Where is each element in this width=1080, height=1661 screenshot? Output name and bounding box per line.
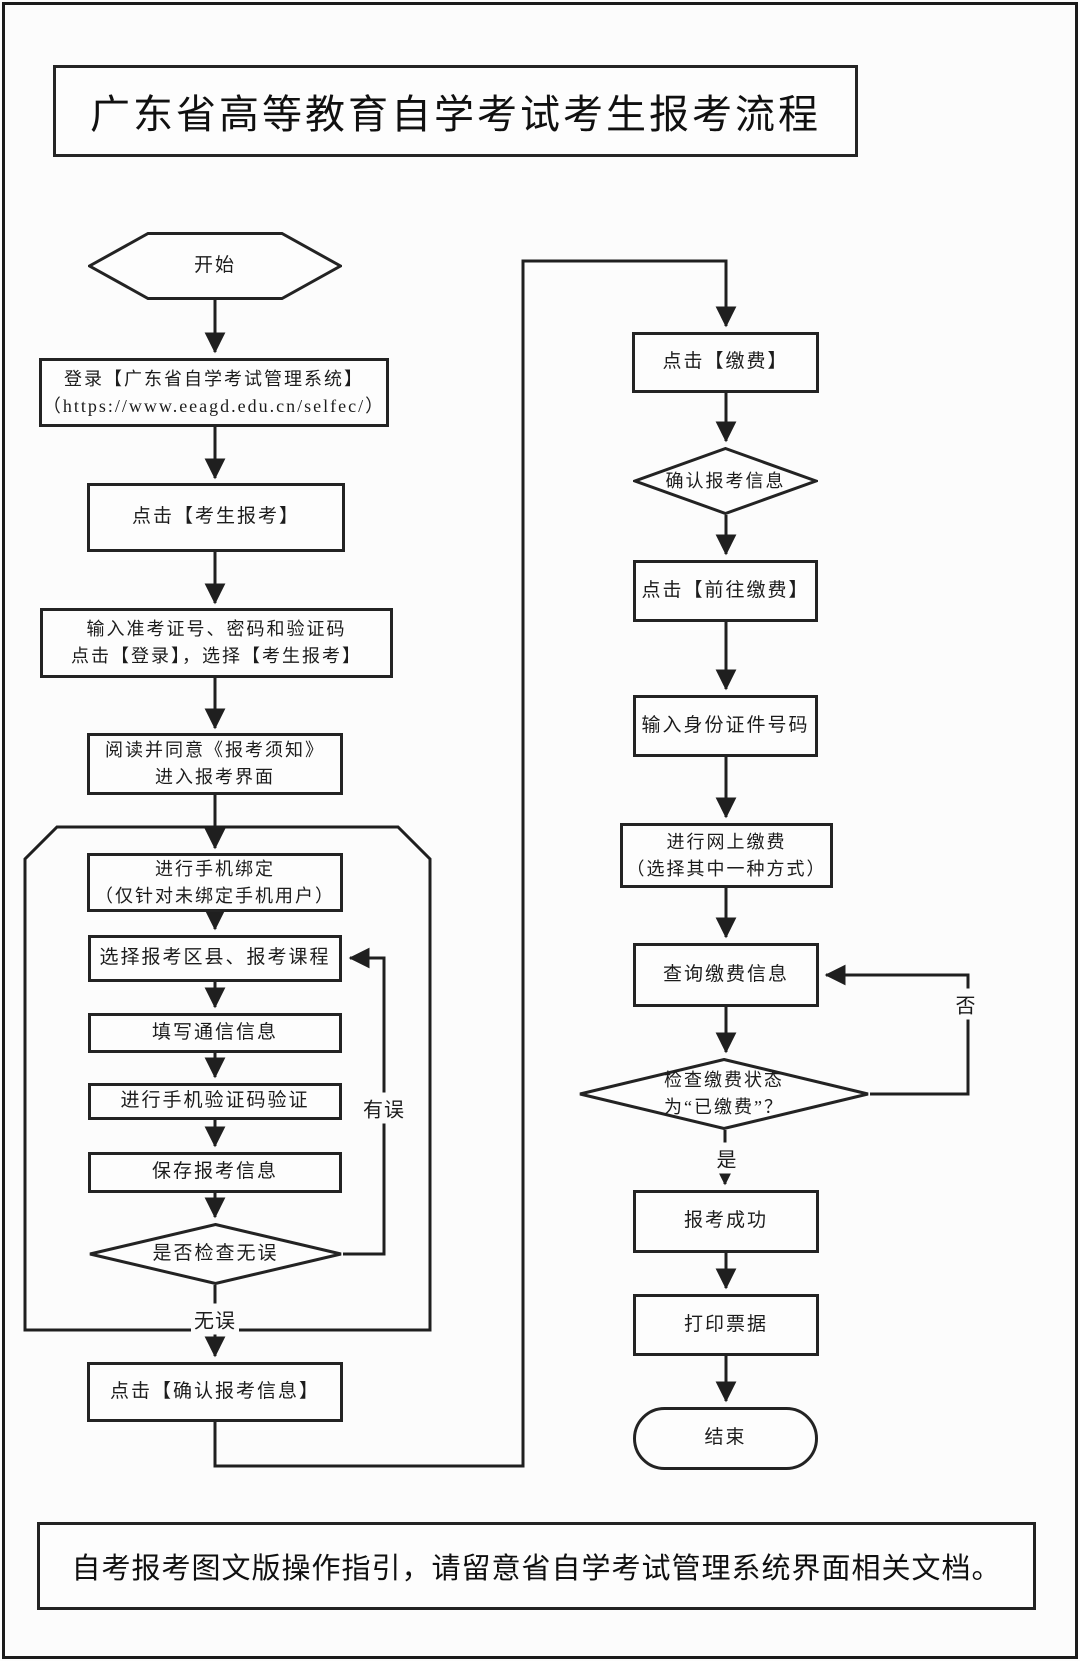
click-candidate-register-label: 点击【考生报考】 bbox=[131, 506, 300, 528]
title-box: 广东省高等教育自学考试考生报考流程 bbox=[53, 65, 858, 157]
save-info-label: 保存报考信息 bbox=[151, 1161, 278, 1183]
node-login: 登录【广东省自学考试管理系统】 （https://www.eeagd.edu.c… bbox=[39, 358, 389, 427]
node-click-candidate-register: 点击【考生报考】 bbox=[87, 483, 345, 552]
query-pay-label: 查询缴费信息 bbox=[662, 963, 789, 985]
login-label: 登录【广东省自学考试管理系统】 （https://www.eeagd.edu.c… bbox=[42, 368, 386, 416]
check-correct-label: 是否检查无误 bbox=[152, 1242, 279, 1264]
goto-pay-label: 点击【前往缴费】 bbox=[641, 579, 810, 601]
node-goto-pay: 点击【前往缴费】 bbox=[633, 560, 818, 622]
register-success-label: 报考成功 bbox=[683, 1210, 768, 1232]
verify-sms-label: 进行手机验证码验证 bbox=[120, 1090, 310, 1112]
input-id-label: 输入身份证件号码 bbox=[641, 714, 810, 736]
node-check-paid: 检查缴费状态 为“已缴费”？ bbox=[578, 1058, 870, 1130]
node-register-success: 报考成功 bbox=[633, 1190, 819, 1253]
confirm-info-label: 点击【确认报考信息】 bbox=[109, 1380, 320, 1402]
end-label: 结束 bbox=[704, 1427, 747, 1449]
edge-label-has-error: 有误 bbox=[360, 1092, 408, 1124]
node-fill-contact: 填写通信信息 bbox=[88, 1013, 342, 1053]
node-save-info: 保存报考信息 bbox=[88, 1152, 342, 1193]
node-input-id: 输入身份证件号码 bbox=[633, 695, 818, 757]
node-verify-sms: 进行手机验证码验证 bbox=[88, 1083, 342, 1120]
node-print-receipt: 打印票据 bbox=[633, 1294, 819, 1356]
node-check-correct: 是否检查无误 bbox=[88, 1223, 343, 1285]
node-input-credentials: 输入准考证号、密码和验证码 点击【登录】，选择【考生报考】 bbox=[40, 608, 393, 678]
read-notice-label: 阅读并同意《报考须知》 进入报考界面 bbox=[105, 740, 325, 787]
bind-phone-label: 进行手机绑定 （仅针对未绑定手机用户） bbox=[95, 858, 335, 906]
edge-confirm-clickpay bbox=[213, 259, 737, 1468]
page-title: 广东省高等教育自学考试考生报考流程 bbox=[90, 92, 821, 137]
edge-no-loop bbox=[824, 964, 970, 1096]
select-courses-label: 选择报考区县、报考课程 bbox=[99, 947, 331, 969]
check-paid-label: 检查缴费状态 为“已缴费”？ bbox=[664, 1070, 784, 1117]
node-select-courses: 选择报考区县、报考课程 bbox=[88, 935, 342, 982]
click-pay-label: 点击【缴费】 bbox=[662, 351, 789, 373]
confirm-register-info-label: 确认报考信息 bbox=[665, 470, 786, 491]
node-online-pay: 进行网上缴费 （选择其中一种方式） bbox=[620, 823, 833, 888]
check-correct-diamond-shape bbox=[89, 1223, 342, 1285]
node-end: 结束 bbox=[633, 1407, 818, 1470]
footer-note: 自考报考图文版操作指引，请留意省自学考试管理系统界面相关文档。 bbox=[71, 1553, 1002, 1585]
node-bind-phone: 进行手机绑定 （仅针对未绑定手机用户） bbox=[87, 853, 343, 912]
node-click-pay: 点击【缴费】 bbox=[632, 332, 819, 393]
edge-label-no-error: 无误 bbox=[191, 1303, 239, 1335]
start-hexagon-shape bbox=[88, 232, 342, 300]
input-credentials-label: 输入准考证号、密码和验证码 点击【登录】，选择【考生报考】 bbox=[71, 619, 362, 666]
node-read-notice: 阅读并同意《报考须知》 进入报考界面 bbox=[87, 733, 343, 795]
online-pay-label: 进行网上缴费 （选择其中一种方式） bbox=[626, 831, 827, 879]
check-paid-diamond-shape bbox=[579, 1058, 869, 1130]
start-label: 开始 bbox=[193, 254, 236, 276]
phone-binding-container-shape bbox=[23, 825, 432, 1332]
footer-note-box: 自考报考图文版操作指引，请留意省自学考试管理系统界面相关文档。 bbox=[37, 1522, 1036, 1610]
node-query-pay: 查询缴费信息 bbox=[633, 943, 819, 1007]
edge-label-yes: 是 bbox=[713, 1142, 741, 1174]
fill-contact-label: 填写通信信息 bbox=[151, 1021, 278, 1043]
edge-label-no: 否 bbox=[952, 988, 980, 1020]
node-start: 开始 bbox=[88, 232, 342, 300]
node-confirm-info: 点击【确认报考信息】 bbox=[87, 1362, 343, 1422]
node-confirm-register-info: 确认报考信息 bbox=[633, 447, 818, 515]
confirm-register-info-diamond-shape bbox=[633, 447, 818, 515]
print-receipt-label: 打印票据 bbox=[683, 1313, 768, 1335]
